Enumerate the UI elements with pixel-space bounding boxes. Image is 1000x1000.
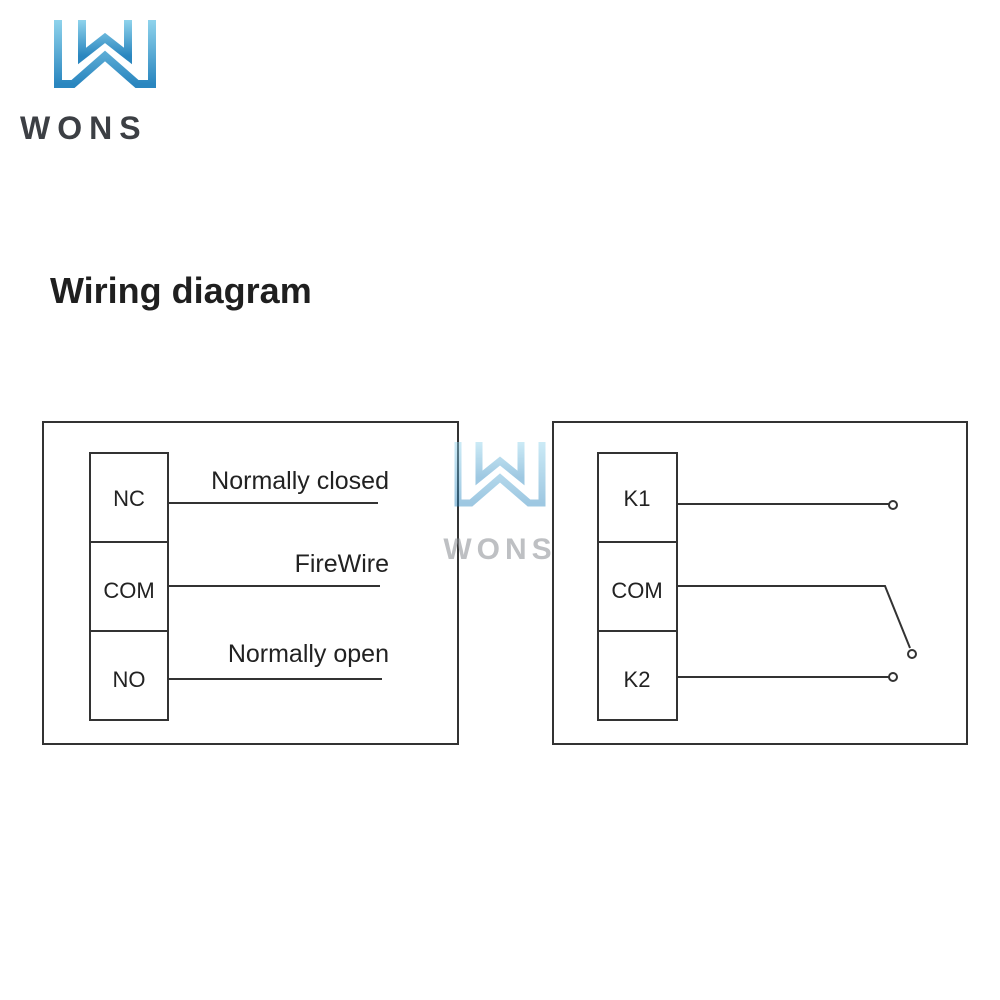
right-panel [552,421,968,745]
logo-wordmark: WONS [20,110,148,146]
terminal-no-label: NO [113,667,146,692]
terminal-k2-label: K2 [624,667,651,692]
contact-k1-icon [888,500,898,510]
wire-label-firewire: FireWire [295,550,389,578]
left-panel [42,421,459,745]
contact-k2-icon [888,672,898,682]
right-panel-frame [552,421,968,745]
watermark-text: WONS [443,533,556,566]
watermark-logo-icon [454,442,546,507]
switch-pivot-icon [907,649,917,659]
terminal-k1-label: K1 [624,486,651,511]
terminal-nc-label: NC [113,486,145,511]
page-title: Wiring diagram [50,270,312,311]
logo-mark-icon [54,20,156,88]
wire-com-switch-arm [677,585,911,649]
terminal-com-right-label: COM [611,578,662,603]
left-panel-frame [42,421,459,745]
wire-label-normally-closed: Normally closed [211,467,389,495]
wons-logo [54,20,156,88]
wire-label-normally-open: Normally open [228,640,389,668]
watermark [454,442,546,507]
terminal-com-label: COM [103,578,154,603]
